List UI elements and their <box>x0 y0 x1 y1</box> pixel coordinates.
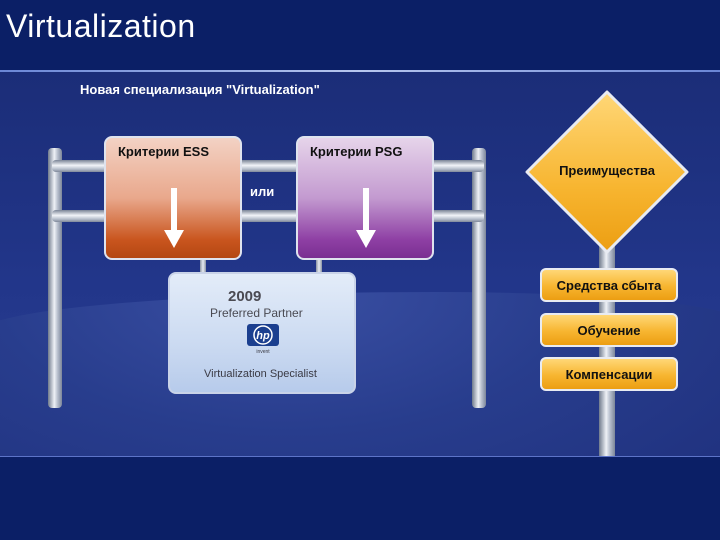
hp-logo-text: hp <box>256 330 270 342</box>
certificate-program: Preferred Partner <box>210 306 303 320</box>
certificate-specialty: Virtualization Specialist <box>204 368 317 380</box>
certificate-strut-left <box>200 258 206 274</box>
criteria-ess-label: Критерии ESS <box>118 144 210 159</box>
criteria-ess-sign: Критерии ESS <box>104 136 242 260</box>
hp-logo-icon: hp invent <box>247 324 279 354</box>
slide-title: Virtualization <box>6 8 196 44</box>
bottom-divider <box>0 456 720 457</box>
certificate-strut-right <box>316 258 322 274</box>
or-connector: или <box>250 184 275 199</box>
left-post <box>48 148 62 408</box>
benefits-diamond-sign <box>525 90 689 254</box>
right-post <box>472 148 486 408</box>
benefits-title: Преимущества <box>559 163 655 178</box>
benefit-sales-tools: Средства сбыта <box>540 268 678 302</box>
diagram-heading: Новая специализация "Virtualization" <box>80 82 320 97</box>
benefit-training: Обучение <box>540 313 678 347</box>
hp-logo-tagline: invent <box>256 349 270 354</box>
criteria-psg-label: Критерии PSG <box>310 144 403 159</box>
criteria-psg-sign: Критерии PSG <box>296 136 434 260</box>
benefit-compensation: Компенсации <box>540 357 678 391</box>
certificate-badge: 2009 Preferred Partner hp invent Virtual… <box>168 272 356 394</box>
certificate-year: 2009 <box>228 288 262 305</box>
down-arrow-icon <box>164 188 184 248</box>
title-divider <box>0 70 720 72</box>
down-arrow-icon <box>356 188 376 248</box>
